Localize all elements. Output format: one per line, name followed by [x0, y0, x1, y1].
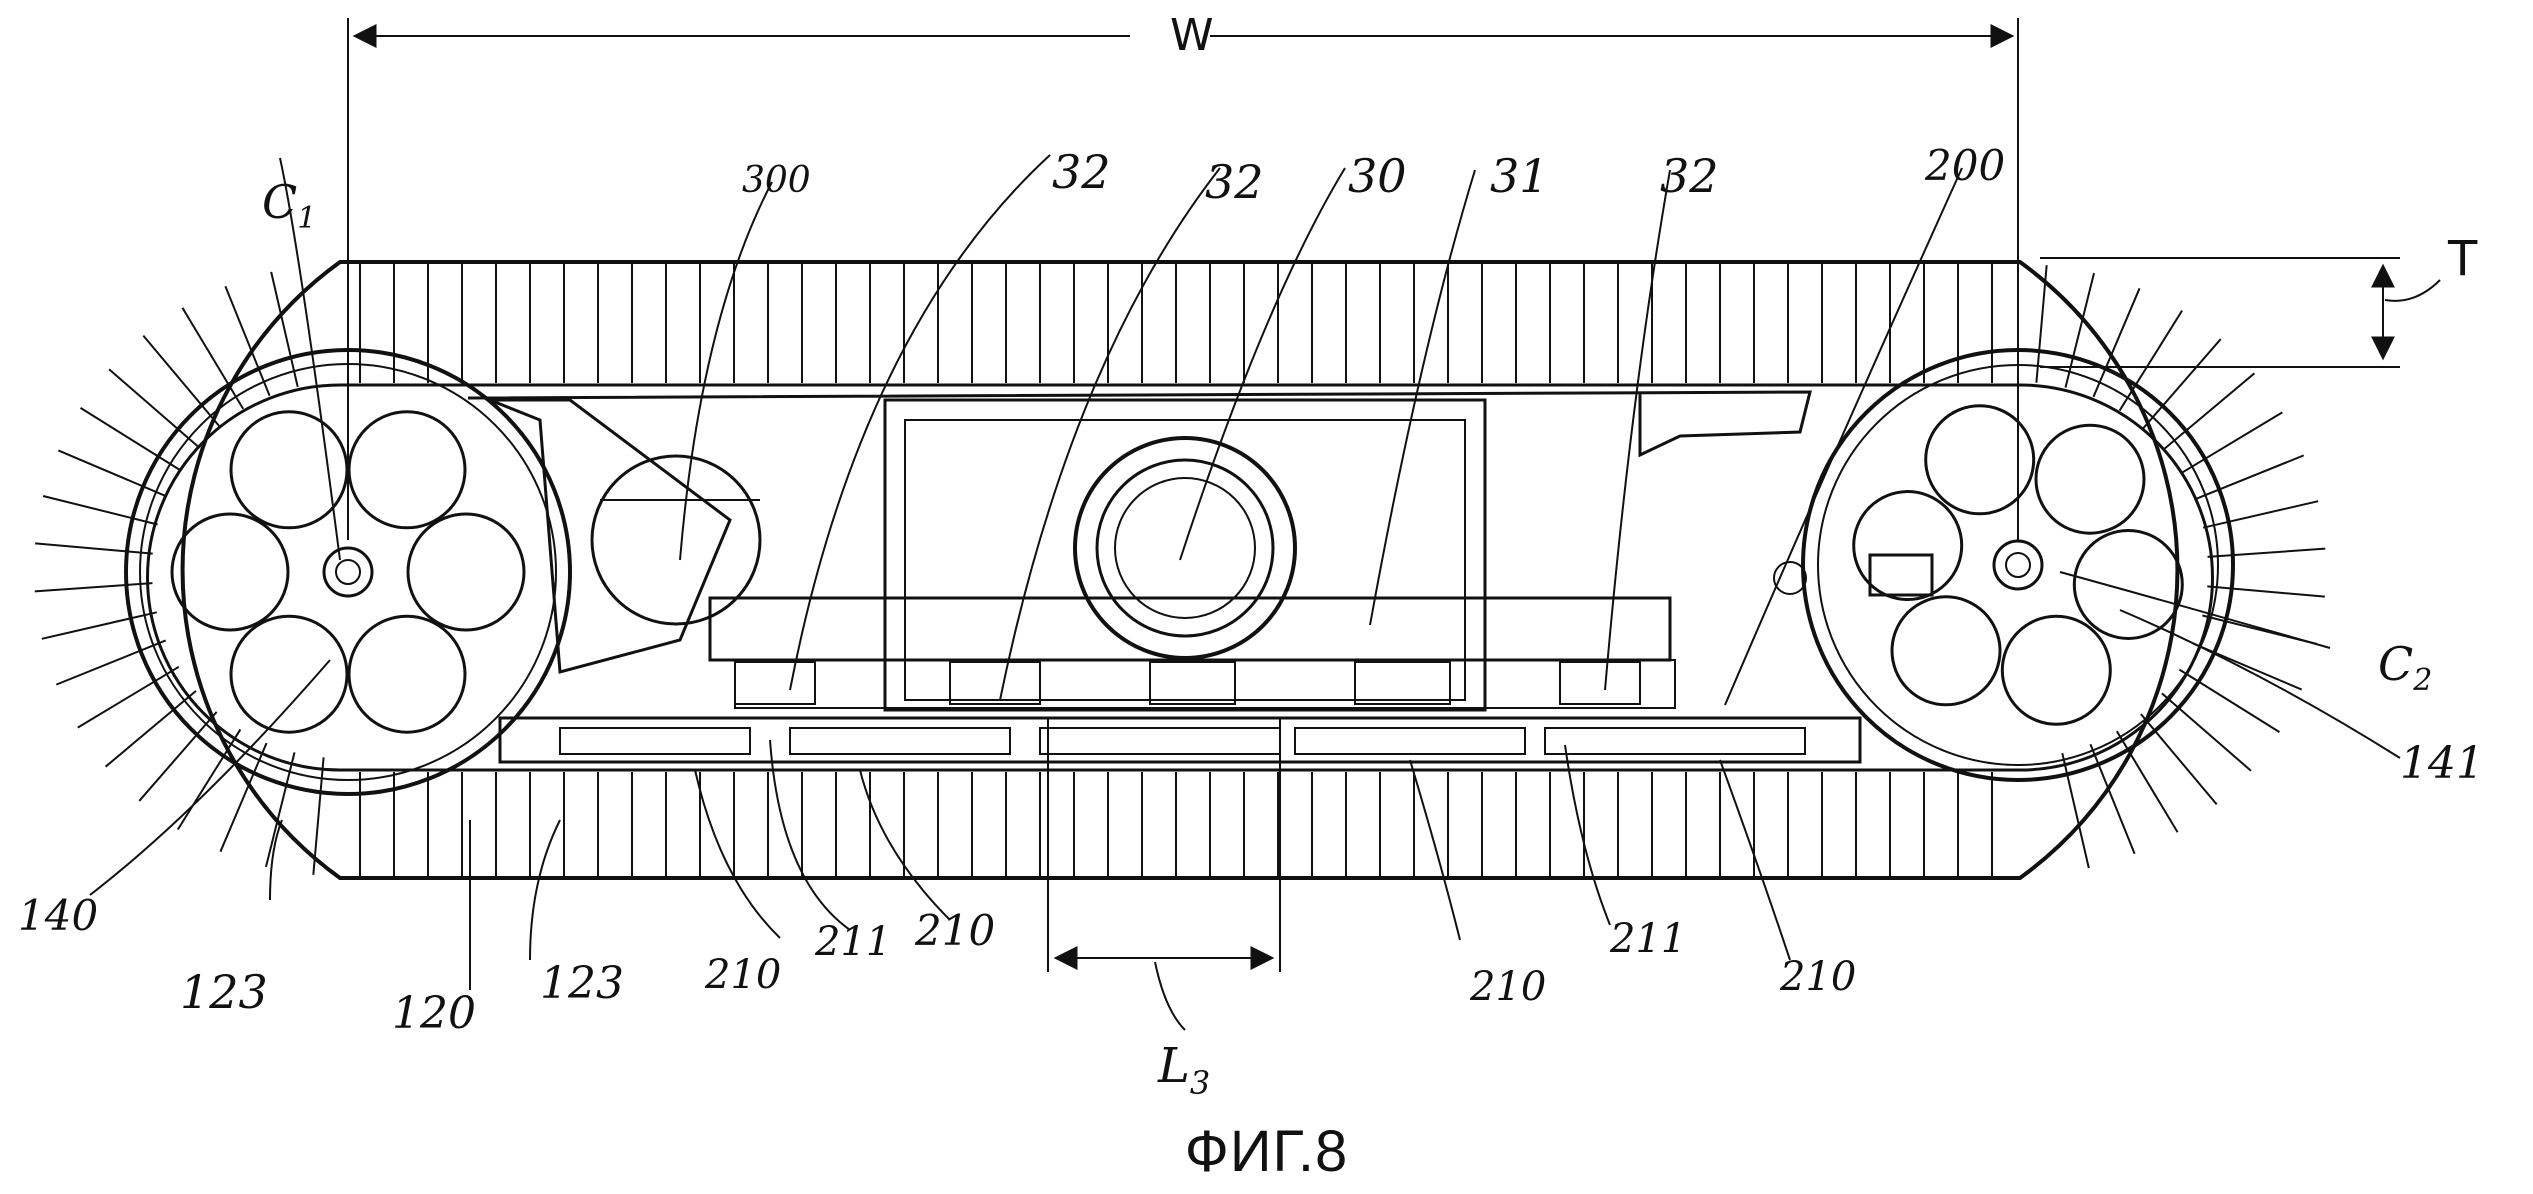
- label-l3: L3: [1157, 1038, 1210, 1102]
- label-123-right: 123: [540, 958, 624, 1009]
- label-w: W: [1170, 10, 1214, 61]
- tread-line: [2202, 500, 2319, 529]
- tread-line: [2118, 309, 2184, 412]
- track-treads-left-curve: [34, 271, 325, 875]
- tread-line: [176, 728, 242, 831]
- label-120: 120: [392, 988, 476, 1039]
- label-t: T: [2447, 231, 2478, 287]
- label-211-b: 211: [1609, 916, 1686, 962]
- label-200: 200: [1924, 141, 2005, 190]
- tread-line: [2035, 265, 2048, 383]
- wheel-hole: [1924, 404, 2036, 516]
- tread-line: [2178, 668, 2281, 734]
- tread-line: [57, 449, 168, 498]
- wheel-hole: [1852, 490, 1964, 602]
- bumper-block: [949, 661, 1041, 705]
- dimension-l3: [1047, 718, 1281, 1031]
- label-c1: C1: [262, 175, 316, 236]
- slot-segment: [1039, 727, 1281, 755]
- tread-line: [219, 742, 268, 853]
- tread-line: [224, 285, 271, 397]
- bumper-block: [734, 661, 816, 705]
- tread-line: [2207, 585, 2325, 598]
- label-32-right: 32: [1660, 149, 1719, 203]
- track-treads-top: [359, 264, 1993, 383]
- label-210-a: 210: [704, 952, 781, 998]
- wheel-hole: [347, 614, 467, 734]
- tread-line: [79, 406, 182, 472]
- tread-line: [2061, 752, 2090, 869]
- label-c2: C2: [2378, 637, 2432, 698]
- bumper-blocks: [734, 661, 1641, 705]
- tread-line: [34, 582, 153, 593]
- label-123-left: 123: [180, 965, 268, 1019]
- wheel-hole: [229, 614, 349, 734]
- wheel-hole: [2000, 614, 2112, 726]
- label-210-d: 210: [1779, 954, 1856, 1000]
- wheel-hole: [406, 512, 526, 632]
- tread-line: [270, 271, 299, 388]
- tread-line: [2142, 338, 2222, 429]
- wheel-hole: [347, 410, 467, 530]
- label-210-b: 210: [914, 906, 995, 955]
- label-300: 300: [742, 160, 811, 201]
- track-treads-bottom: [359, 772, 1993, 876]
- label-211-a: 211: [814, 919, 891, 965]
- tread-line: [2064, 272, 2095, 388]
- right-wheel: [1773, 348, 2235, 782]
- label-141: 141: [2400, 738, 2484, 789]
- label-30: 30: [1348, 149, 1407, 203]
- tread-line: [104, 690, 197, 768]
- label-31: 31: [1490, 149, 1549, 203]
- slot-segment: [1544, 727, 1806, 755]
- tread-line: [2161, 692, 2252, 772]
- wheel-hole: [170, 512, 290, 632]
- label-32-left: 32: [1052, 145, 1111, 199]
- dimension-t: [2040, 257, 2441, 368]
- frame-body: [467, 390, 1862, 764]
- tread-line: [41, 611, 158, 640]
- bumper-block: [1149, 661, 1236, 705]
- bumper-block: [1354, 661, 1451, 705]
- slot-segment: [1294, 727, 1526, 755]
- tread-line: [312, 757, 325, 875]
- wheel-hole: [2034, 423, 2146, 535]
- tread-line: [77, 665, 180, 729]
- leader-lines: [89, 154, 2401, 990]
- figure-caption: ФИГ.8: [1184, 1119, 1349, 1184]
- tread-line: [138, 711, 218, 802]
- tread-line: [2163, 372, 2256, 450]
- lower-slot-segments: [559, 727, 1806, 755]
- track-belt: [34, 260, 2326, 880]
- dimension-w: [347, 18, 2019, 540]
- tread-line: [142, 334, 220, 427]
- label-210-c: 210: [1469, 964, 1546, 1010]
- label-32-center: 32: [1205, 155, 1264, 209]
- tread-line: [42, 495, 158, 526]
- slot-segment: [559, 727, 751, 755]
- tread-line: [181, 307, 245, 410]
- wheel-hole: [2072, 528, 2184, 640]
- tread-line: [55, 639, 167, 686]
- tread-line: [2140, 713, 2218, 806]
- tread-line: [108, 368, 199, 448]
- tread-line: [35, 542, 153, 555]
- wheel-hole: [229, 410, 349, 530]
- track-treads-right-curve: [2035, 265, 2326, 869]
- right-wheel-holes: [1852, 404, 2184, 726]
- bumper-block: [1559, 661, 1641, 705]
- tread-line: [2207, 547, 2326, 558]
- slot-segment: [789, 727, 1011, 755]
- tread-line: [2115, 730, 2179, 833]
- tread-line: [2092, 287, 2141, 398]
- wheel-hole: [1890, 595, 2002, 707]
- label-140: 140: [18, 891, 98, 940]
- tread-line: [2193, 454, 2305, 501]
- tread-line: [2180, 411, 2283, 475]
